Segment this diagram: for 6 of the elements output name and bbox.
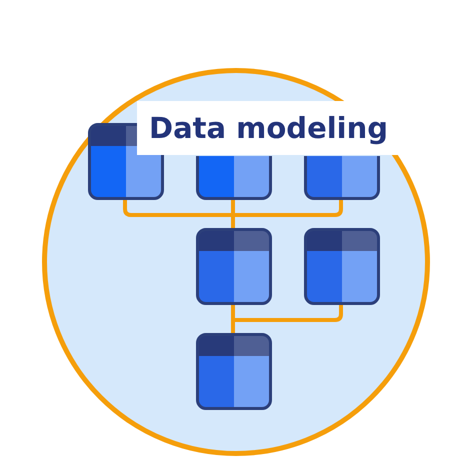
table-box — [196, 156, 272, 200]
table-box — [304, 228, 380, 305]
table-box — [196, 228, 272, 305]
title-banner: Data modeling — [137, 101, 398, 155]
table-box — [196, 333, 272, 410]
table-box — [304, 156, 380, 200]
